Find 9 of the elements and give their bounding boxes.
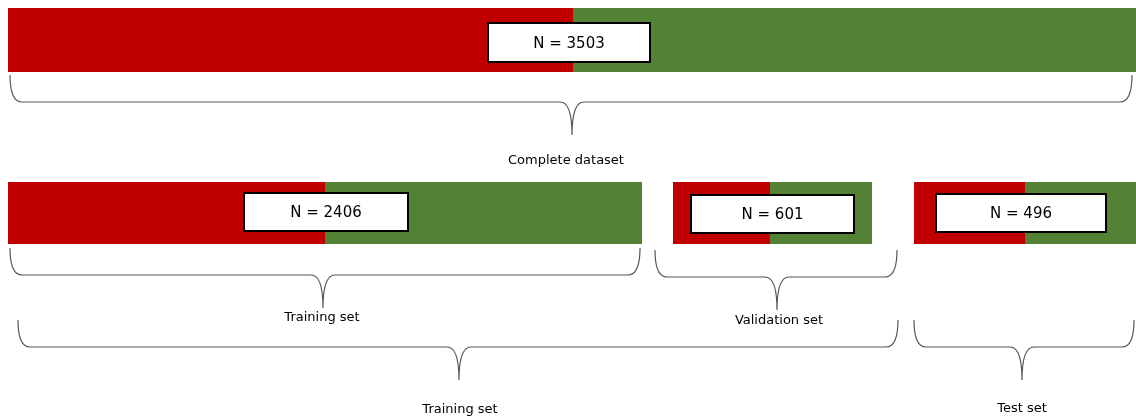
count-box: N = 601 xyxy=(690,194,855,234)
group-label: Training set xyxy=(422,401,498,416)
count-box: N = 3503 xyxy=(487,22,651,63)
count-box: N = 2406 xyxy=(243,192,409,232)
group-label: Test set xyxy=(997,400,1047,415)
group-label: Training set xyxy=(284,309,360,324)
group-label: Validation set xyxy=(734,312,824,327)
group-label: Complete dataset xyxy=(508,152,624,167)
count-box: N = 496 xyxy=(935,193,1107,233)
